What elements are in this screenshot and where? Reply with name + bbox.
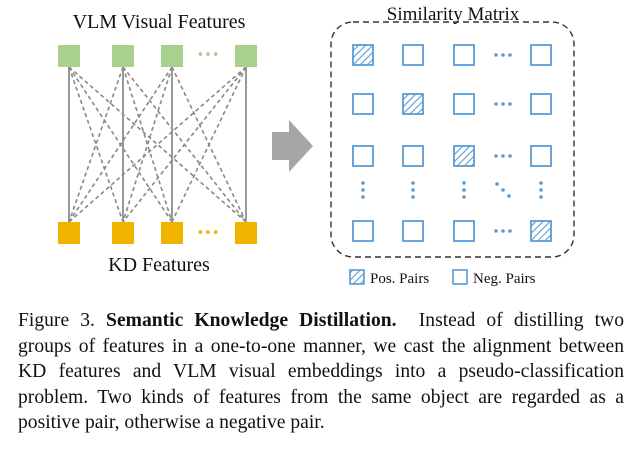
matrix-col-ellipsis-dot [411,188,415,192]
kd-feature-node [235,222,257,244]
pos-pairs-legend-label: Pos. Pairs [370,271,429,287]
matrix-col-ellipsis-dot [462,181,466,185]
caption-title: Semantic Knowledge Distillation. [106,310,397,331]
vlm-feature-node [161,45,183,67]
positive-pair-cell [530,220,552,242]
dashed-connection-line [68,66,124,223]
matrix-col-ellipsis-dot [361,195,365,199]
matrix-row-ellipsis-dot [494,229,498,233]
matrix-row-ellipsis-dot [508,154,512,158]
dashed-connection-line [122,66,247,223]
feature-connection-lines [68,66,247,223]
vlm-features-label: VLM Visual Features [73,11,246,33]
dashed-connection-line [68,66,124,223]
kd-ellipsis: ••• [196,226,219,241]
matrix-col-ellipsis-dot [462,188,466,192]
vlm-feature-node [235,45,257,67]
negative-pair-cell [530,44,552,66]
vlm-feature-nodes [58,45,257,67]
dashed-connection-line [171,66,247,223]
matrix-row-ellipsis-dot [494,53,498,57]
negative-pair-cell [453,44,475,66]
dashed-connection-line [122,66,173,223]
negative-pair-cell [352,93,374,115]
negative-pair-cell [352,220,374,242]
negative-pair-cell [453,93,475,115]
matrix-diagonal-ellipsis-dot [507,194,511,198]
neg-pairs-legend-swatch [452,269,468,285]
kd-feature-node [112,222,134,244]
matrix-col-ellipsis-dot [361,188,365,192]
matrix-col-ellipsis-dot [539,195,543,199]
negative-pair-cell [530,145,552,167]
matrix-row-ellipsis-dot [494,154,498,158]
kd-feature-node [58,222,80,244]
pos-pairs-legend-swatch [349,269,365,285]
caption-body: Instead of distilling two groups of feat… [18,310,625,434]
negative-pair-cell [352,145,374,167]
vlm-ellipsis: ••• [196,48,219,63]
kd-feature-node [161,222,183,244]
dashed-connection-line [122,66,173,223]
kd-feature-nodes [58,222,257,244]
dashed-connection-line [68,66,173,223]
kd-features-label: KD Features [108,254,210,276]
negative-pair-cell [530,93,552,115]
similarity-matrix-title: Similarity Matrix [387,4,520,25]
matrix-col-ellipsis-dot [411,195,415,199]
right-arrow-icon [272,120,313,172]
matrix-row-ellipsis-dot [508,102,512,106]
neg-pairs-legend-label: Neg. Pairs [473,271,536,287]
positive-pair-cell [352,44,374,66]
vlm-feature-node [58,45,80,67]
matrix-diagonal-ellipsis-dot [501,188,505,192]
matrix-diagonal-ellipsis-dot [495,182,499,186]
positive-pair-cell [402,93,424,115]
dashed-connection-line [68,66,247,223]
figure-caption: Figure 3. Semantic Knowledge Distillatio… [18,308,624,436]
semantic-distillation-figure: VLM Visual Features KD Features Similari… [58,4,575,287]
matrix-row-ellipsis-dot [494,102,498,106]
matrix-col-ellipsis-dot [462,195,466,199]
matrix-row-ellipsis-dot [501,102,505,106]
matrix-col-ellipsis-dot [539,188,543,192]
matrix-col-ellipsis-dot [411,181,415,185]
negative-pair-cell [402,145,424,167]
negative-pair-cell [453,220,475,242]
negative-pair-cell [402,220,424,242]
matrix-row-ellipsis-dot [501,53,505,57]
matrix-row-ellipsis-dot [501,229,505,233]
vlm-feature-node [112,45,134,67]
matrix-row-ellipsis-dot [501,154,505,158]
matrix-row-ellipsis-dot [508,229,512,233]
positive-pair-cell [453,145,475,167]
similarity-matrix-grid [352,44,552,242]
matrix-row-ellipsis-dot [508,53,512,57]
matrix-col-ellipsis-dot [361,181,365,185]
matrix-col-ellipsis-dot [539,181,543,185]
dashed-connection-line [68,66,247,223]
caption-prefix: Figure 3. [18,310,95,331]
negative-pair-cell [402,44,424,66]
